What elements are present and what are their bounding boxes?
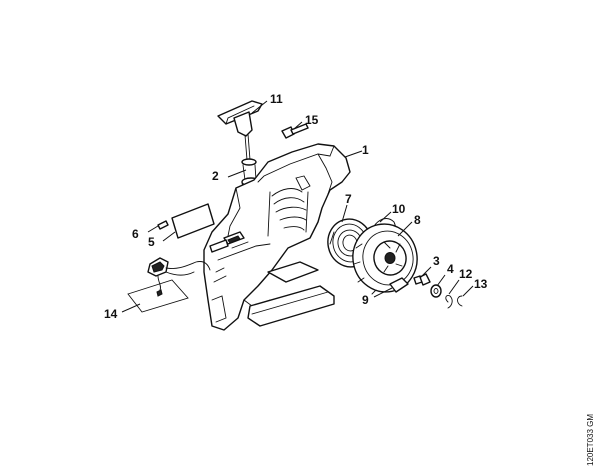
part-screw-15 [281, 123, 309, 139]
part-clip-12 [445, 295, 453, 309]
callout-4: 4 [447, 262, 454, 276]
callout-9: 9 [362, 293, 369, 307]
callout-14: 14 [104, 307, 118, 321]
part-pin-6 [157, 220, 169, 230]
callout-10: 10 [392, 202, 406, 216]
part-switch-14 [127, 257, 211, 313]
part-washer [430, 284, 442, 298]
callout-6: 6 [132, 227, 139, 241]
callout-11: 11 [270, 92, 283, 106]
drawing-code: 120ET033 GM [586, 414, 595, 466]
callout-7: 7 [345, 192, 352, 206]
callout-3: 3 [433, 254, 440, 268]
part-fan-housing [203, 143, 351, 331]
part-starter-grip [217, 100, 263, 181]
leader-lines [121, 100, 474, 313]
callout-12: 12 [459, 267, 473, 281]
callout-5: 5 [148, 235, 155, 249]
part-screw-3 [413, 273, 431, 286]
callout-1: 1 [362, 143, 369, 157]
part-pawl [389, 277, 409, 293]
part-rope-rotor [352, 223, 418, 295]
callout-2: 2 [212, 169, 219, 183]
callout-8: 8 [414, 213, 421, 227]
callout-15: 15 [305, 113, 319, 127]
callout-13: 13 [474, 277, 488, 291]
part-circlip-13 [457, 295, 463, 307]
part-cover-plate [171, 203, 215, 239]
callout-labels: 1 2 3 4 5 6 7 8 9 10 11 12 13 14 15 [104, 92, 488, 321]
